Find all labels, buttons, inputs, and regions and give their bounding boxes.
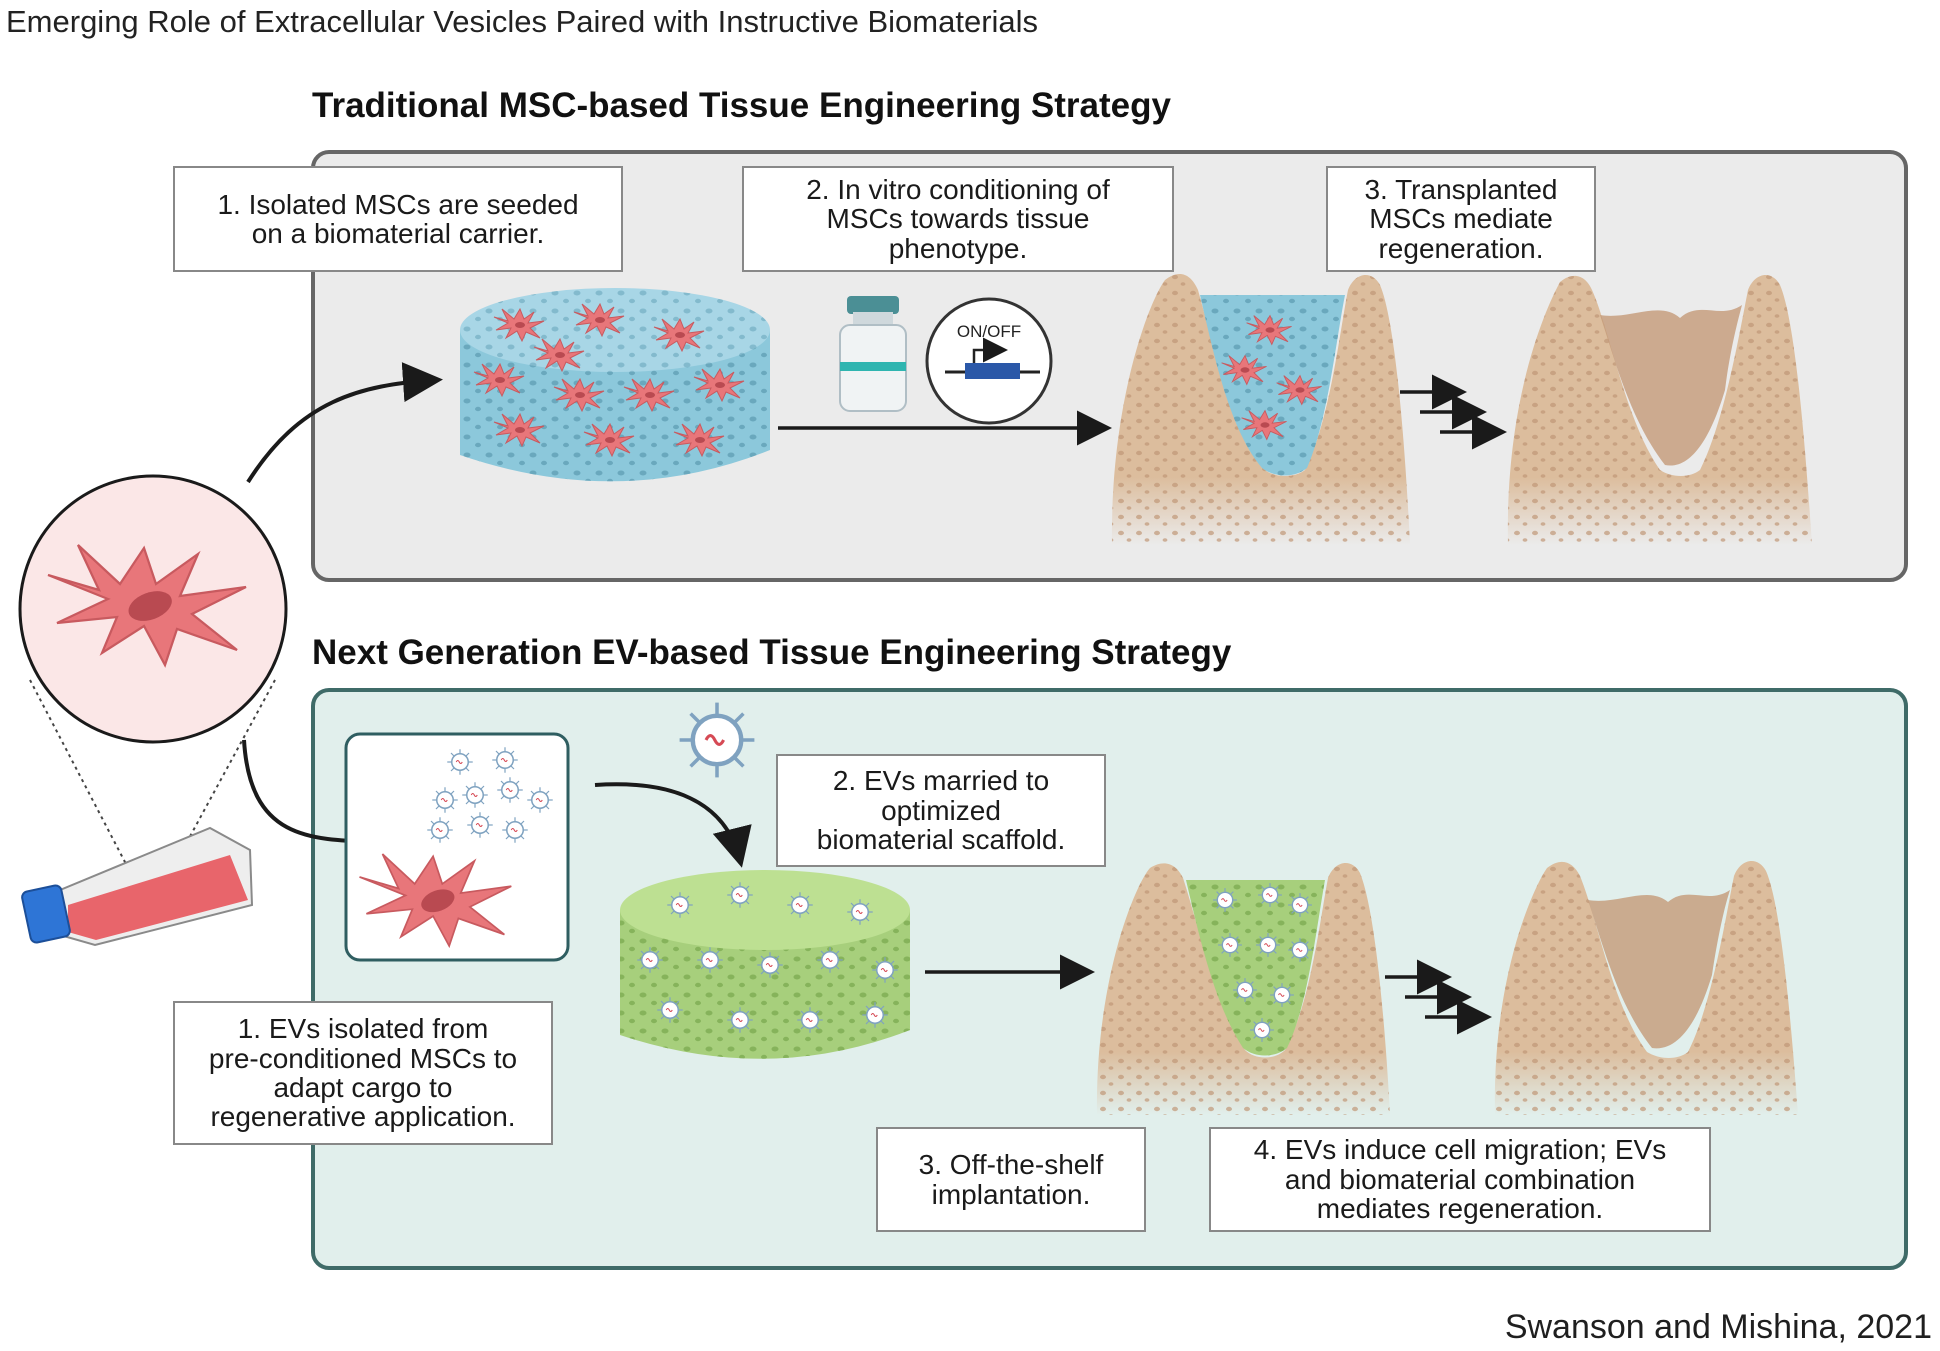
gene-switch-icon: ON/OFF (925, 297, 1053, 425)
regenerated-bone-ev (1494, 860, 1798, 1115)
medium-vial-icon (839, 296, 907, 412)
culture-flask (21, 826, 254, 947)
citation: Swanson and Mishina, 2021 (1504, 1308, 1932, 1346)
regeneration-arrows-ev (1385, 959, 1492, 1035)
switch-label: ON/OFF (957, 322, 1021, 341)
msc-step-3-box: 3. Transplanted MSCs mediate regeneratio… (1326, 166, 1596, 272)
regenerated-bone-msc (1507, 274, 1812, 545)
ev-scaffold (620, 870, 910, 1059)
arrow-to-ev-scaffold (594, 782, 752, 868)
msc-step-2-box: 2. In vitro conditioning of MSCs towards… (742, 166, 1174, 272)
ev-secreting-cell-box (344, 732, 570, 962)
bone-defect-ev-implant (1096, 862, 1390, 1115)
page-title: Emerging Role of Extracellular Vesicles … (6, 4, 1039, 39)
ev-step-3-box: 3. Off-the-shelf implantation. (876, 1127, 1146, 1232)
bone-defect-msc-implant (1111, 274, 1410, 545)
ev-section-title: Next Generation EV-based Tissue Engineer… (312, 633, 1232, 672)
regeneration-arrows-msc (1400, 374, 1507, 450)
ev-step-1-box: 1. EVs isolated from pre-conditioned MSC… (173, 1001, 553, 1145)
msc-scaffold (460, 288, 770, 482)
ev-step-2-box: 2. EVs married to optimized biomaterial … (776, 754, 1106, 867)
extracellular-vesicle-icon (680, 703, 755, 778)
msc-step-1-box: 1. Isolated MSCs are seeded on a biomate… (173, 166, 623, 272)
ev-step-4-box: 4. EVs induce cell migration; EVs and bi… (1209, 1127, 1711, 1232)
msc-cell-magnified (18, 474, 288, 744)
msc-section-title: Traditional MSC-based Tissue Engineering… (312, 86, 1171, 125)
arrow-to-msc-scaffold (246, 362, 443, 484)
